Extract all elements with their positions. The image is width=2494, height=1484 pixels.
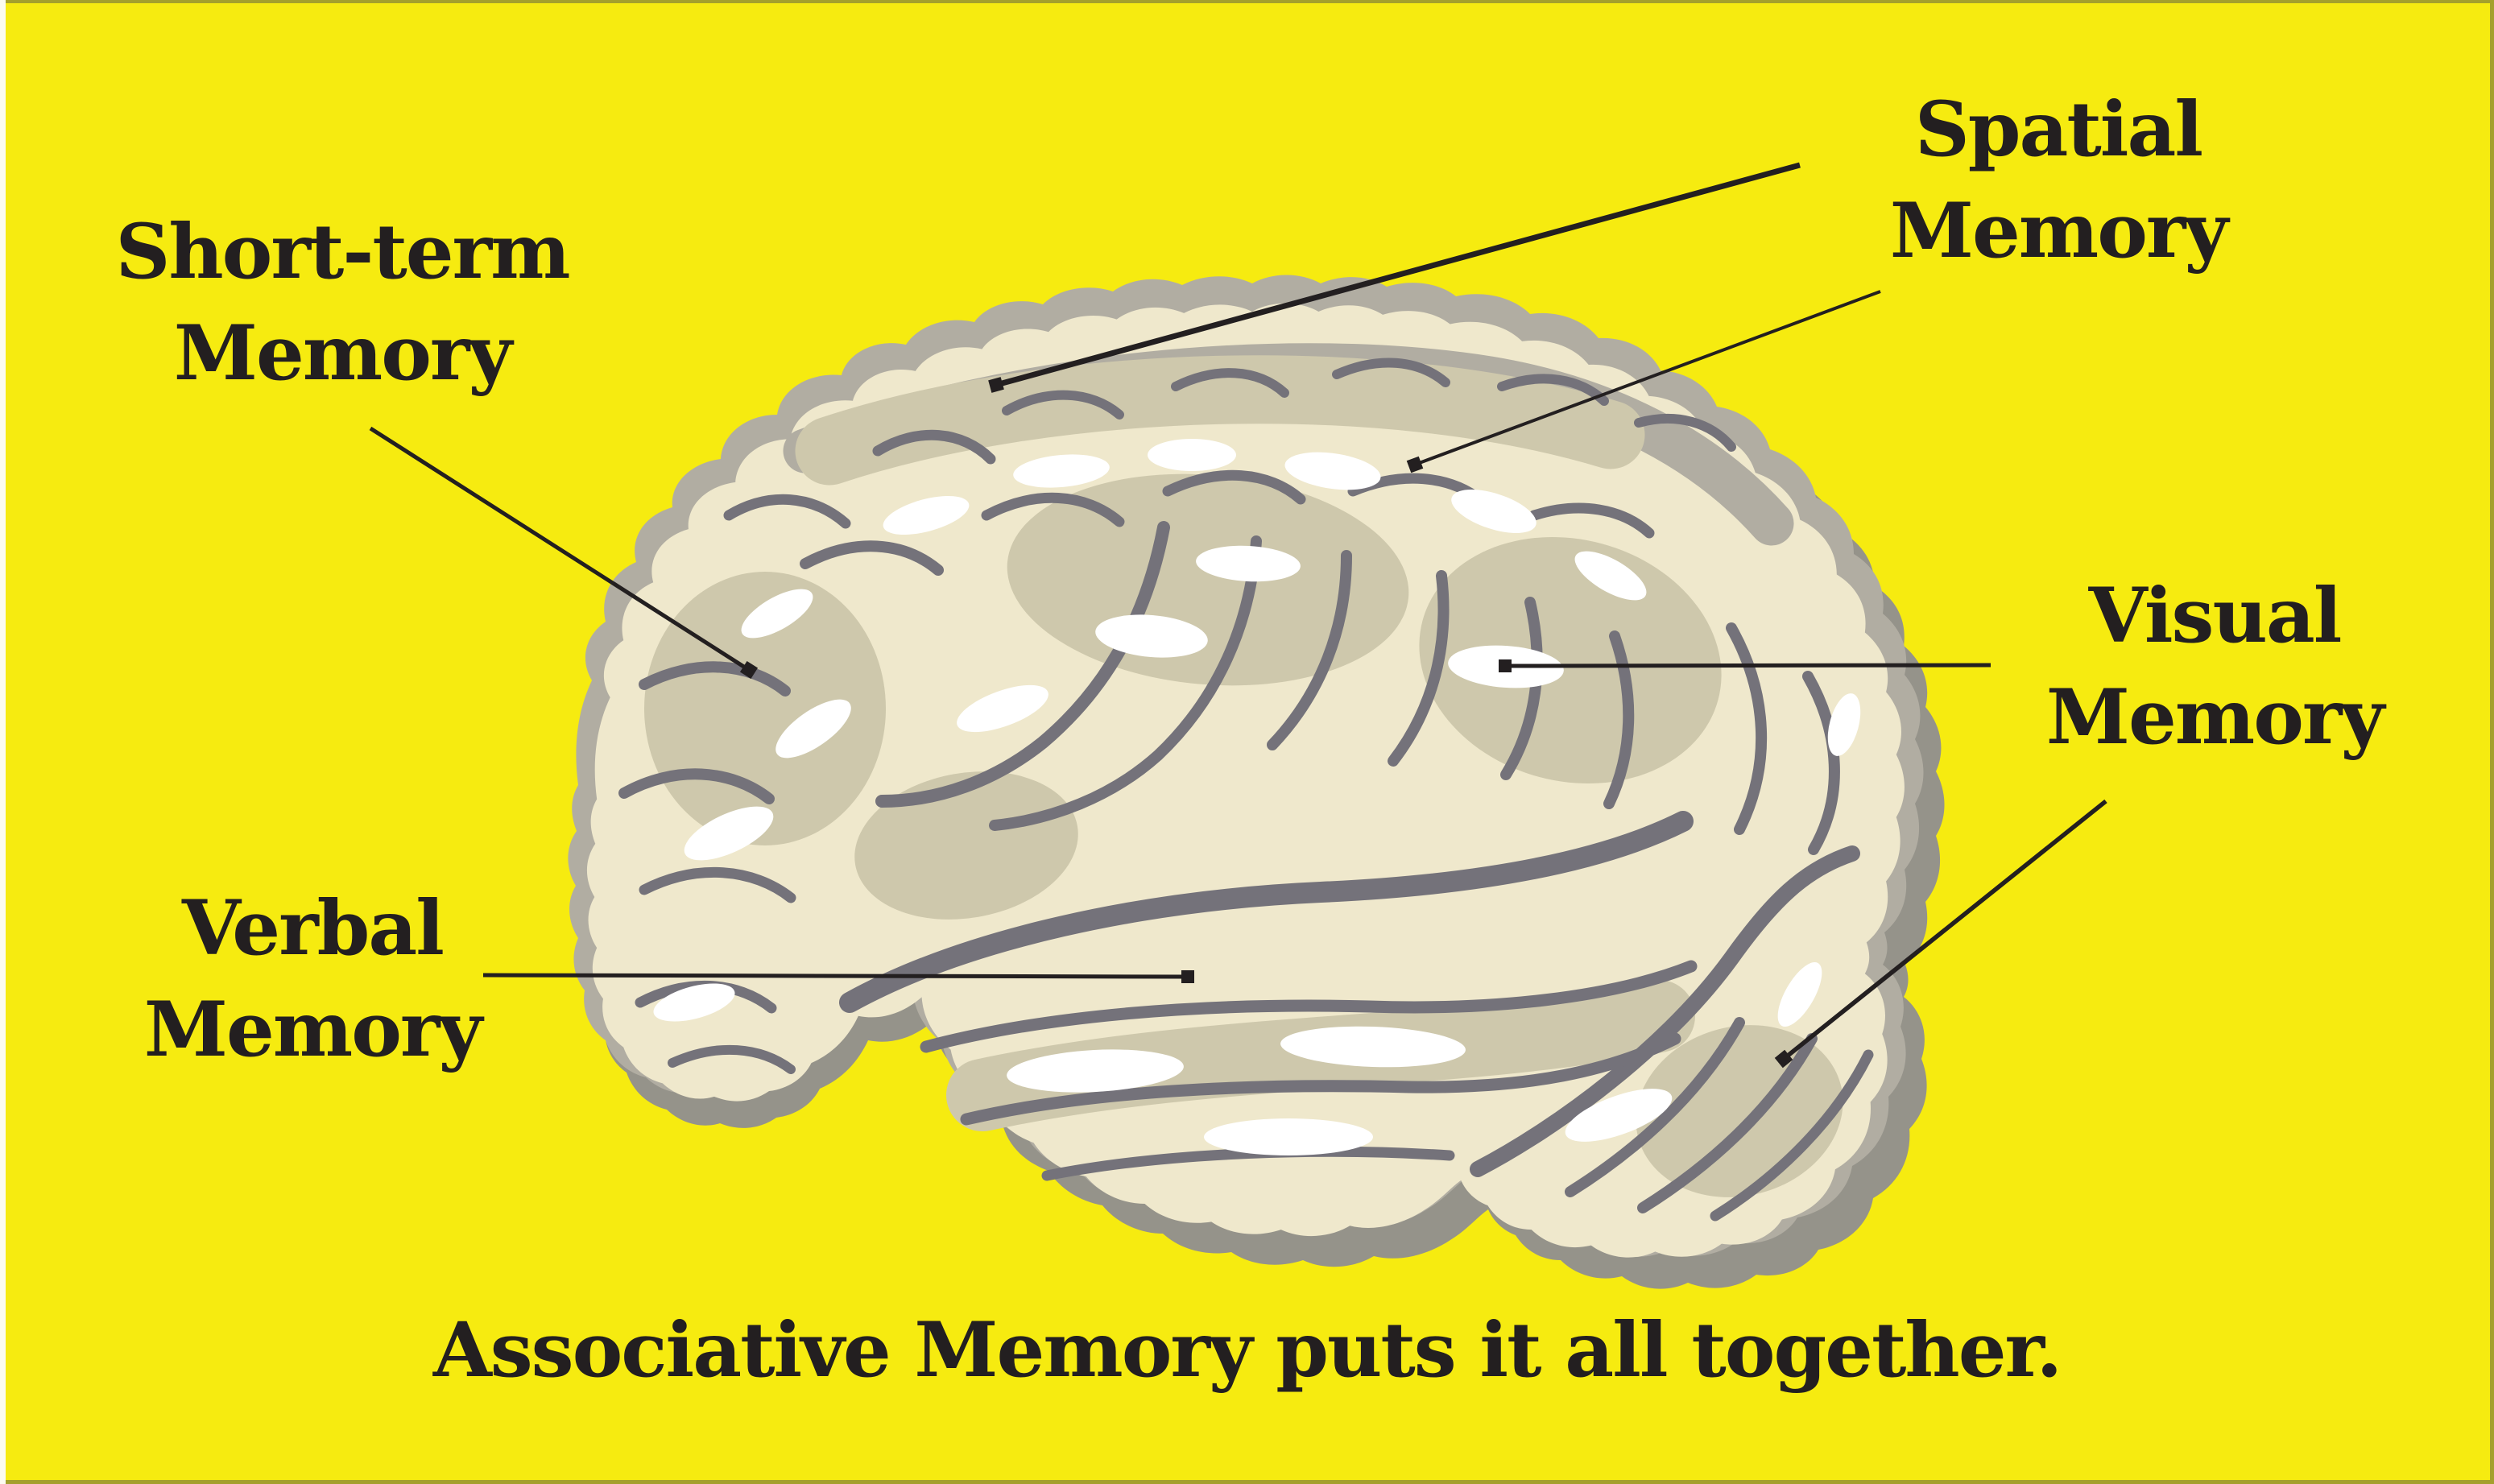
label-spatial-memory: Spatial Memory — [1817, 79, 2300, 282]
label-verbal-line2: Memory — [143, 986, 482, 1074]
leader-endpoint-dot — [739, 660, 759, 680]
leader-line-visual-memory-horizontal — [1504, 663, 1991, 668]
frame-edge-top — [0, 0, 2494, 3]
leader-lines — [369, 162, 2107, 1069]
leader-endpoint-dot — [1406, 456, 1424, 473]
leader-line-visual-memory-diagonal — [1782, 799, 2107, 1061]
leader-endpoint-dot — [988, 377, 1004, 393]
label-visual-memory: Visual Memory — [1973, 565, 2456, 768]
brain-sulci — [618, 358, 1874, 1222]
leader-endpoint-dot — [1181, 970, 1194, 983]
frame-edge-right — [2490, 0, 2494, 1484]
leader-line-spatial-memory-top — [995, 162, 1801, 388]
label-verbal-memory: Verbal Memory — [71, 878, 554, 1081]
leader-endpoint-dot — [1774, 1049, 1793, 1069]
leader-endpoint-dot — [1499, 659, 1512, 672]
label-spatial-line2: Memory — [1889, 187, 2228, 275]
frame-edge-left — [0, 0, 6, 1484]
caption-associative-memory: Associative Memory puts it all together. — [432, 1306, 2062, 1395]
label-short-term-line2: Memory — [173, 309, 512, 398]
frame-edge-bottom — [0, 1480, 2494, 1484]
label-spatial-line1: Spatial — [1914, 85, 2203, 174]
leader-line-short-term-memory — [369, 426, 751, 672]
label-short-term-memory: Short-term Memory — [101, 201, 584, 404]
leader-line-spatial-memory-side — [1414, 290, 1881, 466]
brain-highlights — [653, 439, 1861, 1155]
label-short-term-line1: Short-term — [115, 208, 570, 296]
label-visual-line2: Memory — [2045, 673, 2384, 762]
leader-line-verbal-memory — [482, 973, 1189, 979]
label-visual-line1: Visual — [2088, 572, 2343, 660]
label-verbal-line1: Verbal — [182, 884, 445, 973]
